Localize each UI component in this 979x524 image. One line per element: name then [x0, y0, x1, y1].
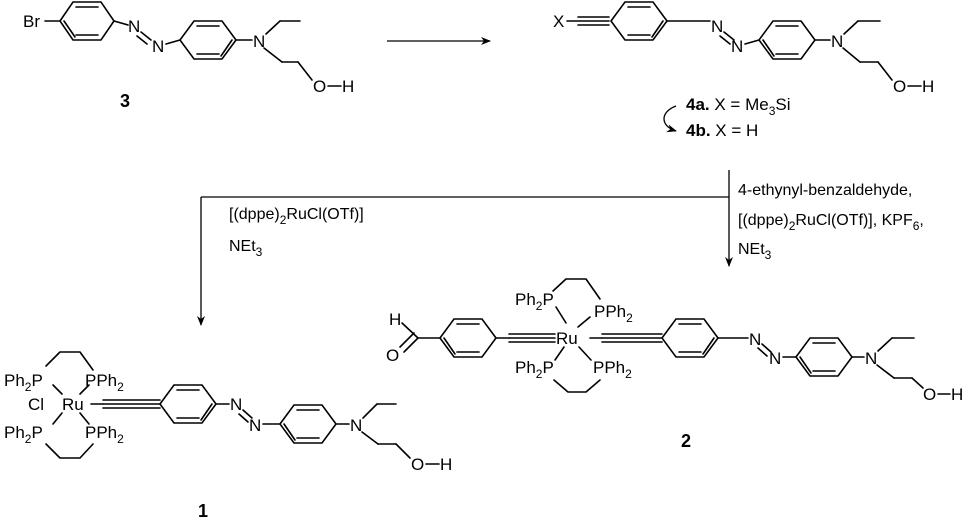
c2-ring-2	[795, 337, 853, 377]
c4-x-group: X	[553, 12, 564, 31]
c2-hydrogen: H	[951, 385, 963, 404]
reagent-right-line2: [(dppe)2RuCl(OTf)], KPF6,	[738, 212, 924, 233]
c3-br-atom: Br	[23, 12, 40, 31]
compound-3: Br N N N O H 3	[23, 1, 354, 111]
compound-4a-label: 4a. X = Me3Si	[686, 95, 791, 118]
c4-azo-n2: N	[731, 37, 743, 56]
compound-1-number: 1	[198, 501, 208, 521]
c1-azo-n2: N	[249, 416, 261, 435]
reagents-right: 4-ethynyl-benzaldehyde, [(dppe)2RuCl(OTf…	[738, 182, 924, 262]
c2-aldehyde-o: O	[386, 346, 399, 365]
c1-oxygen: O	[411, 455, 424, 474]
c2-ph2p-bottom-left: Ph2P	[515, 358, 554, 381]
reagent-left-line1: [(dppe)2RuCl(OTf)]	[229, 206, 364, 227]
c4-ring-1	[610, 1, 668, 41]
c4-amine-n: N	[831, 32, 843, 51]
c1-azo-n1: N	[230, 395, 242, 414]
c2-pph2-bottom-right: PPh2	[593, 358, 632, 381]
compound-3-number: 3	[120, 91, 130, 111]
c2-ruthenium: Ru	[556, 329, 578, 348]
c3-hydrogen: H	[342, 77, 354, 96]
c3-azo-n2: N	[152, 37, 164, 56]
reagent-left-line2: NEt3	[229, 238, 263, 259]
c1-ph2p-top-left: Ph2P	[4, 371, 43, 394]
c3-oxygen: O	[313, 77, 326, 96]
compound-2-number: 2	[681, 431, 691, 451]
c3-azo-n1: N	[128, 17, 140, 36]
c2-azo-n1: N	[749, 330, 761, 349]
c1-hydrogen: H	[440, 455, 452, 474]
c2-ring-benzaldehyde	[439, 318, 497, 358]
c1-ph2p-bottom-left: Ph2P	[4, 423, 43, 446]
compound-2: H O Ru Ph2P PPh2 Ph2P PPh2	[386, 278, 963, 451]
c2-ring-1	[661, 318, 719, 358]
compound-4: X N N N O H 4a. X = Me3Si	[553, 1, 934, 140]
c3-ring-2	[179, 20, 237, 60]
c4-oxygen: O	[893, 77, 906, 96]
c4-ring-2	[758, 20, 816, 60]
c2-pph2-top-right: PPh2	[594, 302, 633, 325]
compound-4b-label: 4b. X = H	[686, 121, 758, 140]
c1-pph2-top-right: PPh2	[85, 371, 124, 394]
c2-oxygen: O	[923, 385, 936, 404]
c2-amine-n: N	[865, 349, 877, 368]
compound-1: Ph2P PPh2 Cl Ru Ph2P PPh2 N N	[4, 351, 452, 521]
c4-azo-n1: N	[711, 17, 723, 36]
c1-ring-2	[279, 404, 337, 444]
c2-ph2p-top-left: Ph2P	[515, 290, 554, 313]
c1-ruthenium: Ru	[62, 395, 84, 414]
reagents-left: [(dppe)2RuCl(OTf)] NEt3	[229, 206, 364, 259]
c2-aldehyde-h: H	[389, 310, 401, 329]
c3-amine-n: N	[253, 32, 265, 51]
curved-arrow-4a-to-4b	[663, 105, 677, 133]
c2-azo-n2: N	[769, 349, 781, 368]
c1-chloride: Cl	[28, 395, 44, 414]
c4-hydrogen: H	[922, 77, 934, 96]
c1-pph2-bottom-right: PPh2	[85, 423, 124, 446]
c1-amine-n: N	[350, 416, 362, 435]
c1-ring-1	[159, 384, 217, 424]
reagent-right-line3: NEt3	[738, 241, 772, 262]
c3-ring-1	[59, 1, 115, 41]
reagent-right-line1: 4-ethynyl-benzaldehyde,	[738, 182, 912, 199]
